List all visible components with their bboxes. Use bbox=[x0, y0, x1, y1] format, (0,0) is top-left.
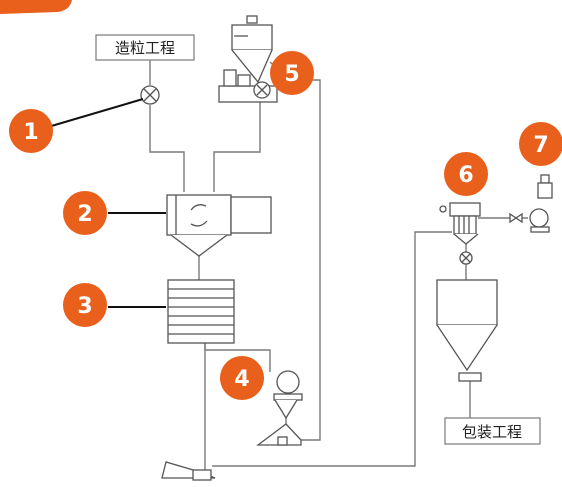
bottom-feeder bbox=[161, 461, 216, 481]
granulation-label: 造粒工程 bbox=[115, 39, 175, 57]
cyclone-5 bbox=[218, 15, 278, 103]
granulation-box: 造粒工程 bbox=[95, 34, 195, 61]
marker-4: 4 bbox=[220, 356, 264, 400]
packaging-label: 包装工程 bbox=[462, 423, 522, 441]
svg-text:4: 4 bbox=[234, 367, 249, 392]
marker-1: 1 bbox=[9, 109, 53, 153]
svg-text:5: 5 bbox=[284, 62, 299, 87]
marker-6: 6 bbox=[444, 152, 488, 196]
storage-silo bbox=[436, 279, 498, 382]
rotary-valve-1 bbox=[140, 85, 160, 105]
marker-2: 2 bbox=[63, 191, 107, 235]
blower-4 bbox=[256, 423, 302, 446]
svg-text:3: 3 bbox=[77, 294, 92, 319]
marker-7: 7 bbox=[519, 122, 562, 166]
piping bbox=[149, 60, 528, 470]
number-badges: 1 2 3 4 5 6 7 bbox=[9, 51, 562, 400]
marker-3: 3 bbox=[63, 283, 107, 327]
bag-filter-6 bbox=[439, 202, 481, 265]
marker-5: 5 bbox=[270, 51, 314, 95]
dryer-2 bbox=[166, 194, 272, 257]
svg-text:7: 7 bbox=[533, 133, 548, 158]
svg-text:2: 2 bbox=[77, 202, 92, 227]
svg-text:6: 6 bbox=[458, 163, 473, 188]
svg-text:1: 1 bbox=[23, 120, 38, 145]
packaging-box: 包装工程 bbox=[444, 417, 541, 445]
vacuum-pump-7 bbox=[509, 174, 553, 233]
corner-tab bbox=[0, 0, 72, 14]
cooler-3 bbox=[167, 279, 235, 344]
callout-leaders bbox=[47, 98, 166, 308]
separator-4 bbox=[273, 370, 303, 420]
